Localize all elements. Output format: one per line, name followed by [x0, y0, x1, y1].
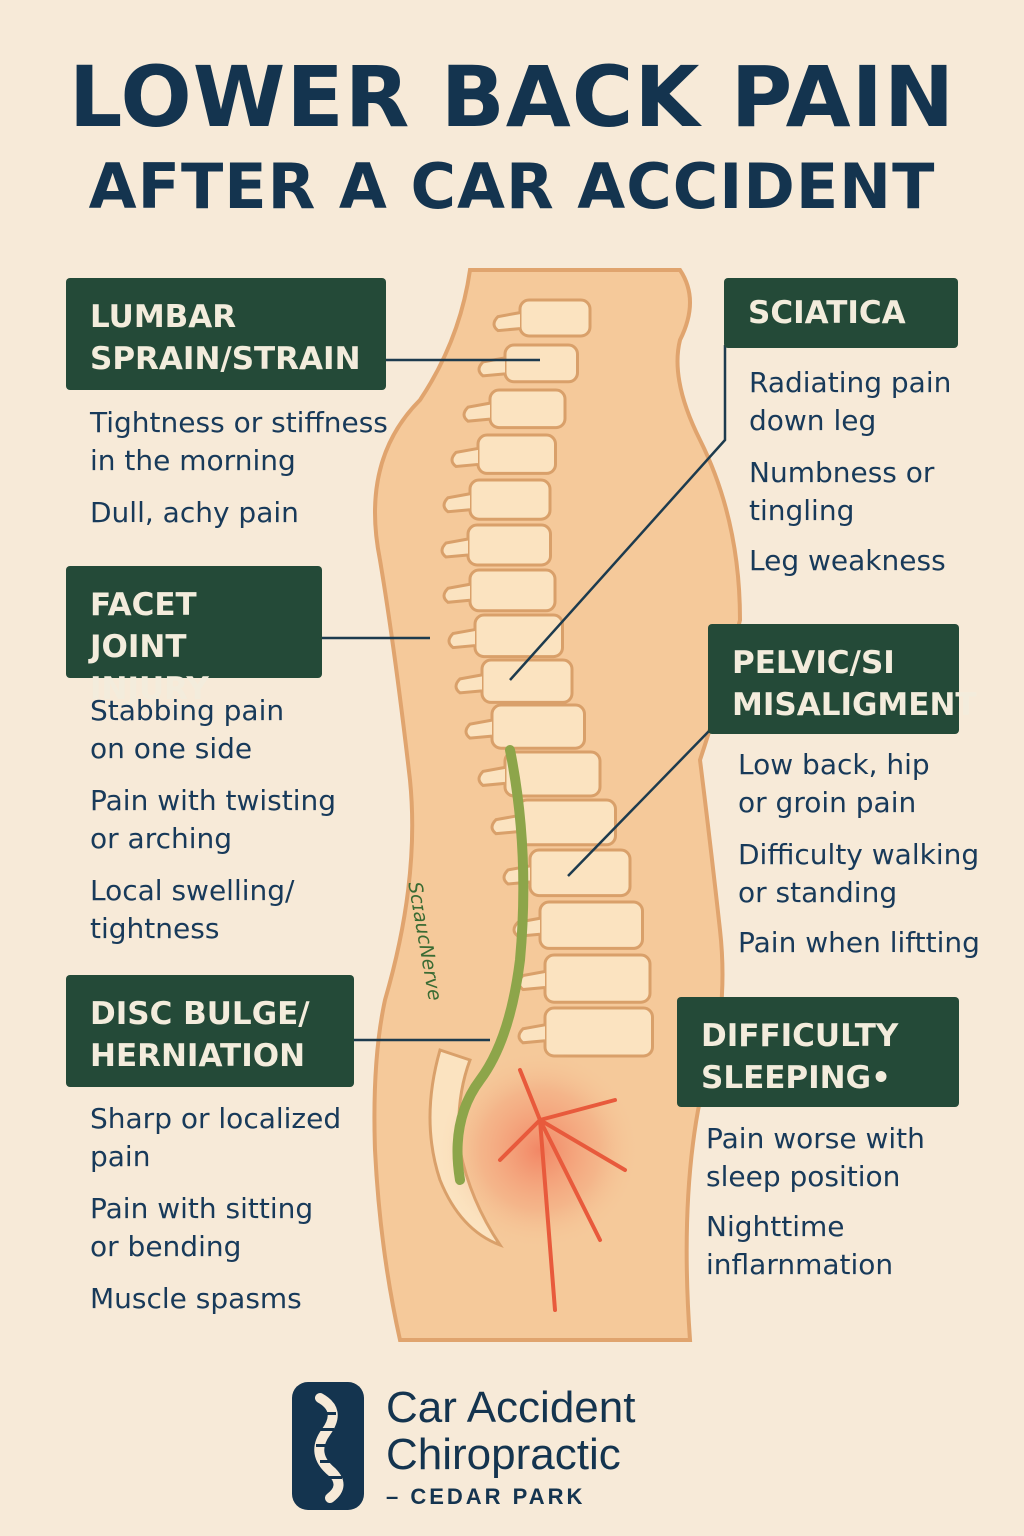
vertebra — [518, 298, 592, 338]
spinous-process — [517, 1023, 546, 1045]
spinous-process — [492, 311, 521, 333]
spinous-process — [442, 582, 471, 604]
spinous-process — [477, 765, 506, 787]
vertebra — [543, 1006, 654, 1058]
vertebra — [528, 848, 632, 898]
spinous-process — [447, 628, 476, 650]
vertebra — [466, 523, 552, 567]
logo-location: – CEDAR PARK — [386, 1484, 586, 1509]
vertebrae-group — [440, 298, 654, 1058]
vertebra — [538, 900, 644, 950]
sciatica-box: SCIATICA — [724, 278, 958, 348]
spinous-process — [490, 814, 519, 836]
vertebra — [503, 343, 579, 384]
disc-bulge-box: DISC BULGE/ HERNIATION — [66, 975, 354, 1087]
vertebra — [468, 568, 557, 613]
pelvic-si-box: PELVIC/SI MISALIGMENT — [708, 624, 977, 734]
vertebra — [516, 798, 617, 847]
pain-rays — [498, 1068, 627, 1312]
vertebra — [490, 703, 586, 750]
title-line-1: LOWER BACK PAIN — [68, 48, 956, 146]
title-line-2: AFTER A CAR ACCIDENT — [88, 150, 936, 223]
spinous-process — [442, 492, 471, 514]
vertebra — [468, 478, 552, 521]
difficulty-sleeping-box: DIFFICULTY SLEEPING• — [677, 997, 959, 1107]
spinous-process — [454, 673, 483, 695]
spine-logo-icon — [292, 1382, 364, 1510]
logo-name: Car Accident Chiropractic — [386, 1383, 636, 1479]
vertebra — [488, 388, 567, 430]
facet-joint-box: FACET JOINT INJURY — [66, 566, 322, 707]
sciatic-nerve — [452, 745, 529, 1185]
pelvic-symptom-3: Pain when liftting — [738, 926, 980, 959]
logo: Car Accident Chiropractic – CEDAR PARK — [290, 1380, 730, 1520]
disc-symptom-3: Muscle spasms — [90, 1282, 302, 1315]
vertebra — [476, 433, 557, 475]
lumbar-symptom-2: Dull, achy pain — [90, 496, 299, 529]
vertebra — [543, 953, 652, 1004]
pain-glow — [440, 1050, 640, 1250]
sciatica-symptom-3: Leg weakness — [749, 544, 946, 577]
spinous-process — [440, 537, 469, 559]
lumbar-sprain-box: LUMBAR SPRAIN/STRAIN — [66, 278, 386, 390]
facet-symptom-3: Local swelling/tightness — [90, 874, 295, 945]
vertebra — [480, 658, 574, 704]
leader-lines — [322, 345, 727, 1042]
spinous-process — [450, 446, 479, 468]
spinous-process — [477, 356, 506, 378]
spinous-process — [464, 718, 493, 740]
spinous-process — [462, 401, 491, 423]
